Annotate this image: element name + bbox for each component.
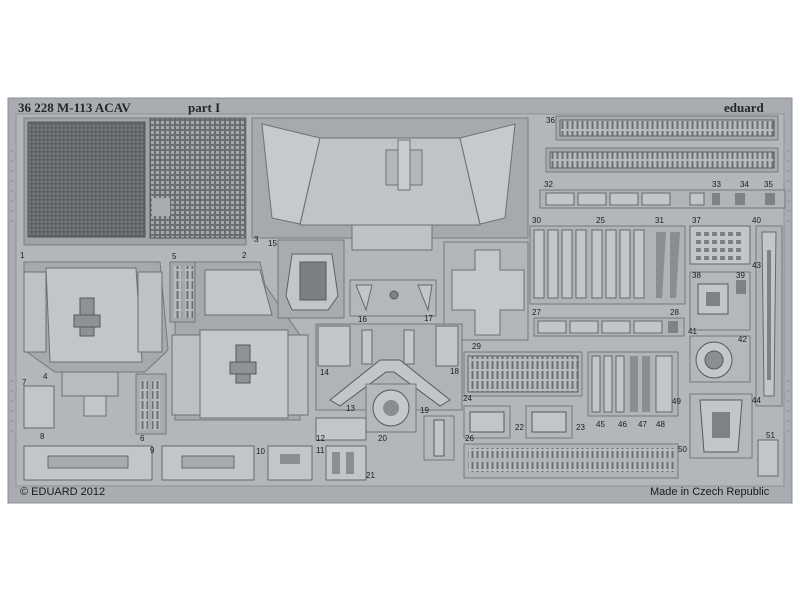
parts-30-25-31 [529, 225, 686, 305]
part-number: 21 [366, 471, 375, 480]
part-number: 27 [532, 308, 541, 317]
part-number: 42 [738, 335, 747, 344]
brand-logo: eduard [724, 100, 764, 115]
part-1-hatch [23, 261, 169, 417]
parts-16-17 [349, 279, 437, 317]
part-number: 50 [678, 445, 687, 454]
part-2-hatch [171, 261, 309, 421]
copyright: © EDUARD 2012 [20, 486, 106, 498]
part-number: 13 [346, 404, 355, 413]
part-24 [463, 351, 583, 397]
part-number: 1 [20, 251, 25, 260]
part-number: 35 [764, 180, 773, 189]
part-number: 44 [752, 396, 761, 405]
part-number: 43 [752, 261, 761, 270]
part-number: 28 [670, 308, 679, 317]
part-number: 14 [320, 368, 329, 377]
parts-11-12-21 [267, 417, 367, 481]
part-number: 36 [546, 116, 555, 125]
part-number: 3 [254, 235, 259, 244]
fret-title: 36 228 M-113 ACAV [18, 100, 131, 115]
part-number: 37 [692, 216, 701, 225]
part-number: 49 [672, 397, 681, 406]
part-number: 6 [140, 434, 145, 443]
part-number: 8 [40, 432, 45, 441]
part-number: 4 [43, 372, 48, 381]
part-number: 5 [172, 252, 177, 261]
part-51 [757, 439, 779, 477]
part-3-plate [251, 117, 529, 251]
parts-40-43 [755, 225, 783, 407]
part-number: 24 [463, 394, 472, 403]
part-18 [435, 325, 459, 367]
part-number: 31 [655, 216, 664, 225]
fret-part-label: part I [188, 100, 221, 115]
part-number: 40 [752, 216, 761, 225]
part-number: 2 [242, 251, 247, 260]
part-number: 46 [618, 420, 627, 429]
origin-note: Made in Czech Republic [650, 486, 770, 498]
edge-perforations [10, 150, 790, 432]
part-number: 10 [256, 447, 265, 456]
parts-6-7-8 [23, 373, 167, 435]
part-number: 18 [450, 367, 459, 376]
part-number: 45 [596, 420, 605, 429]
part-number: 32 [544, 180, 553, 189]
parts-32-35 [539, 189, 786, 209]
part-36-strips [545, 115, 779, 173]
part-number: 38 [692, 271, 701, 280]
part-number: 9 [150, 446, 155, 455]
part-number: 7 [22, 378, 27, 387]
part-14 [317, 325, 351, 367]
part-15-frame [277, 239, 345, 319]
part-number: 12 [316, 434, 325, 443]
part-number: 29 [472, 342, 481, 351]
parts-9-10 [23, 445, 255, 481]
part-50 [463, 443, 679, 479]
part-number: 41 [688, 327, 697, 336]
parts-38-39 [689, 271, 751, 331]
part-number: 30 [532, 216, 541, 225]
part-37 [689, 225, 751, 265]
part-5-strips [169, 261, 196, 323]
part-number: 22 [515, 423, 524, 432]
part-20 [365, 383, 417, 433]
part-number: 48 [656, 420, 665, 429]
part-number: 17 [424, 314, 433, 323]
part-number: 25 [596, 216, 605, 225]
parts-45-49 [587, 351, 679, 417]
parts-41-42 [689, 335, 751, 383]
part-44 [689, 393, 753, 459]
part-19 [423, 415, 455, 461]
part-29-cross [443, 241, 529, 341]
part-number: 39 [736, 271, 745, 280]
parts-22-23-26 [463, 405, 573, 439]
part-number: 20 [378, 434, 387, 443]
mesh-panels [23, 117, 247, 246]
parts-27-28 [533, 317, 685, 337]
part-number: 11 [316, 446, 325, 455]
part-number: 33 [712, 180, 721, 189]
part-number: 23 [576, 423, 585, 432]
part-number: 34 [740, 180, 749, 189]
part-number: 47 [638, 420, 647, 429]
part-number: 26 [465, 434, 474, 443]
part-number: 16 [358, 315, 367, 324]
part-number: 19 [420, 406, 429, 415]
part-number: 51 [766, 431, 775, 440]
part-number: 15 [268, 239, 277, 248]
